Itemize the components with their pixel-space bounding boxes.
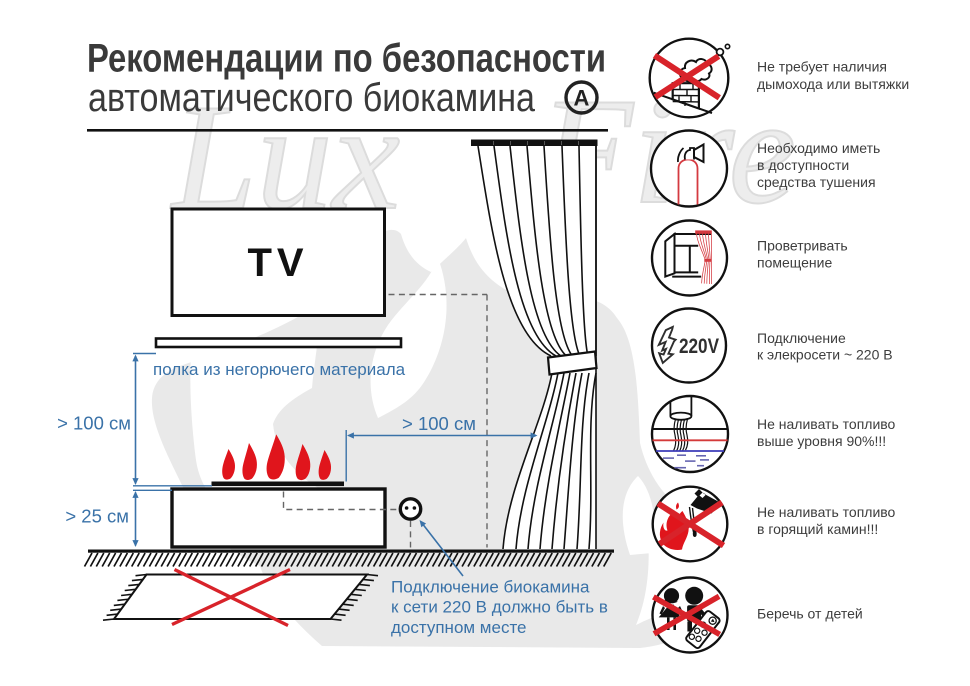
svg-text:полка из негорючего материала: полка из негорючего материала <box>153 360 406 379</box>
svg-text:Подключение: Подключение <box>757 330 846 346</box>
svg-text:к сети 220 В должно быть в: к сети 220 В должно быть в <box>391 598 608 617</box>
svg-text:в горящий камин!!!: в горящий камин!!! <box>757 521 878 537</box>
svg-text:Рекомендации по безопасности: Рекомендации по безопасности <box>87 37 606 81</box>
svg-text:выше уровня 90%!!!: выше уровня 90%!!! <box>757 433 886 449</box>
svg-text:220V: 220V <box>679 334 720 358</box>
svg-text:доступном месте: доступном месте <box>391 618 527 637</box>
svg-text:Подключение биокамина: Подключение биокамина <box>391 578 590 597</box>
svg-text:> 100 см: > 100 см <box>57 413 131 434</box>
svg-text:к элекросети ~ 220 В: к элекросети ~ 220 В <box>757 347 893 363</box>
svg-text:TV: TV <box>247 241 308 285</box>
svg-text:автоматического биокамина: автоматического биокамина <box>88 76 536 120</box>
svg-text:A: A <box>574 86 590 111</box>
svg-text:> 100 см: > 100 см <box>402 413 476 434</box>
svg-text:дымохода или вытяжки: дымохода или вытяжки <box>757 76 909 92</box>
svg-text:средства тушения: средства тушения <box>757 174 876 190</box>
svg-text:Не наливать топливо: Не наливать топливо <box>757 504 896 520</box>
svg-text:Беречь от детей: Беречь от детей <box>757 606 863 622</box>
svg-text:Проветривать: Проветривать <box>757 238 848 254</box>
svg-text:в доступности: в доступности <box>757 157 849 173</box>
svg-text:Не наливать топливо: Не наливать топливо <box>757 416 896 432</box>
svg-text:Не требует наличия: Не требует наличия <box>757 59 887 75</box>
svg-text:> 25 см: > 25 см <box>65 506 129 527</box>
svg-text:помещение: помещение <box>757 255 832 271</box>
svg-text:Необходимо иметь: Необходимо иметь <box>757 140 880 156</box>
